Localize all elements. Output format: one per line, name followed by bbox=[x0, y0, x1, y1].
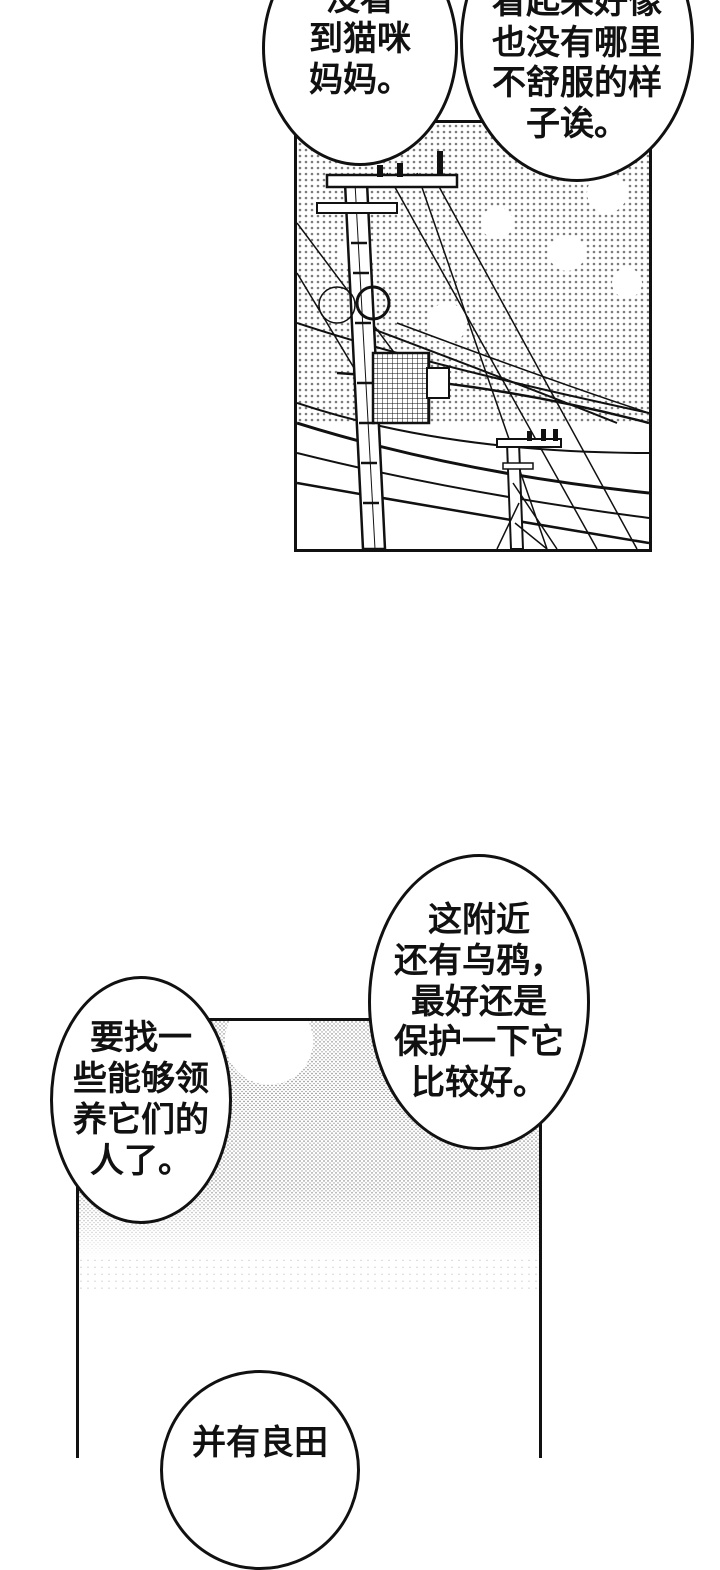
utility-pole-illustration bbox=[297, 123, 649, 549]
bubble-text-line: 看起来好像 bbox=[492, 0, 662, 22]
bubble-text-line: 还有乌鸦， bbox=[394, 940, 564, 981]
transformer bbox=[371, 351, 431, 425]
bubble-text-line: 比较好。 bbox=[411, 1063, 547, 1104]
bubble-text-line: 不舒服的样 bbox=[492, 63, 662, 104]
speech-bubble: 要找一 些能够领 养它们的 人了。 bbox=[50, 976, 232, 1224]
crossarm bbox=[325, 173, 459, 189]
speech-bubble: 这附近 还有乌鸦， 最好还是 保护一下它 比较好。 bbox=[368, 854, 590, 1150]
distant-pole bbox=[496, 429, 562, 549]
bubble-text-line: 养它们的 bbox=[73, 1100, 209, 1140]
bubble-text-line: 子诶。 bbox=[526, 104, 628, 145]
speech-bubble: 并有良田 bbox=[160, 1370, 360, 1570]
crossarm bbox=[316, 202, 398, 214]
bubble-text-line: 保护一下它 bbox=[394, 1022, 564, 1063]
bubble-text-line: 人了。 bbox=[90, 1140, 192, 1181]
bubble-text-line: 这附近 bbox=[428, 900, 530, 940]
cloud bbox=[587, 173, 627, 213]
main-pole bbox=[316, 151, 459, 549]
panel-utility-pole bbox=[294, 120, 652, 552]
cable-coil bbox=[355, 285, 391, 321]
bubble-text-line: 也没有哪里 bbox=[492, 22, 662, 63]
bubble-text-line: 并有良田 bbox=[192, 1423, 328, 1463]
bubble-text-line: 到猫咪 bbox=[309, 19, 411, 60]
comic-page: { "bubbles": [ {"lines": ["没看", "到猫咪", "… bbox=[50, 0, 694, 1570]
wires bbox=[297, 172, 649, 549]
sun bbox=[225, 1021, 313, 1085]
cloud bbox=[481, 207, 513, 239]
bubble-text-line: 妈妈。 bbox=[309, 60, 411, 101]
bubble-text-line: 些能够领 bbox=[73, 1059, 209, 1100]
cloud bbox=[612, 268, 642, 298]
cloud bbox=[549, 235, 585, 271]
cloud bbox=[427, 303, 467, 343]
bubble-text-line: 没看 bbox=[326, 0, 394, 19]
bubble-text-line: 要找一 bbox=[90, 1018, 192, 1059]
bubble-text-line: 最好还是 bbox=[411, 981, 547, 1022]
